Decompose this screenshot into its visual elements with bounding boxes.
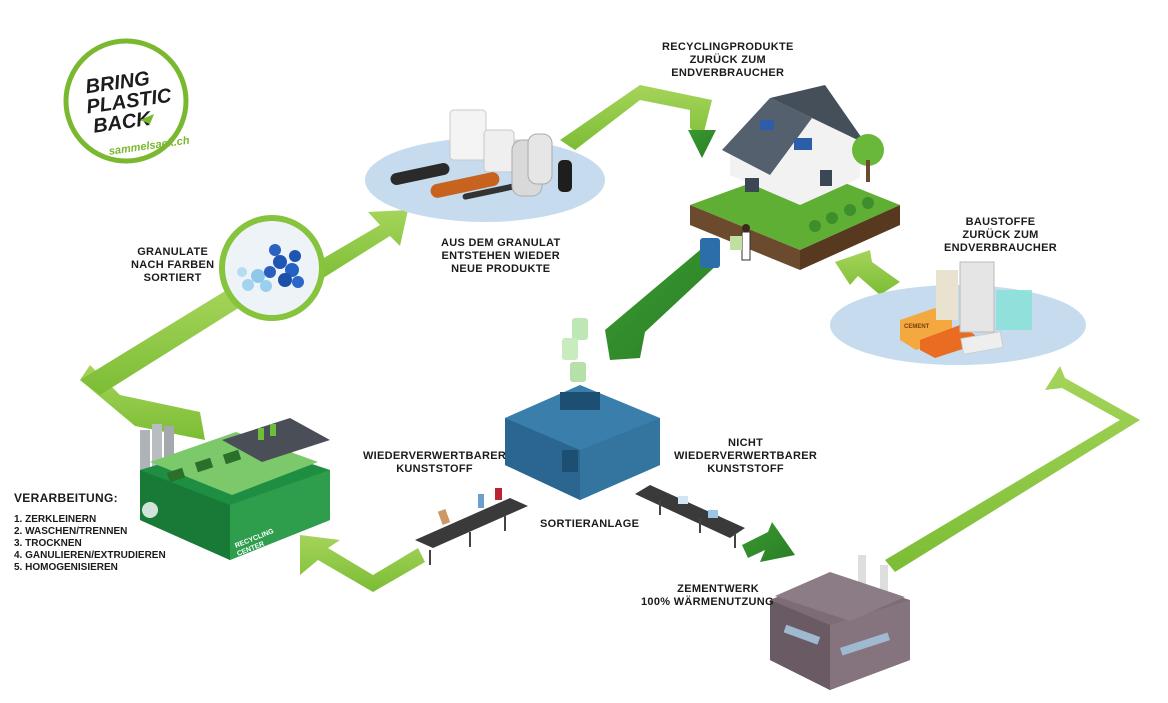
arrow-granulate-up (80, 288, 248, 395)
processing-step: 4. GANULIEREN/EXTRUDIEREN (14, 550, 166, 561)
arrow-sorting-to-factory (300, 535, 425, 592)
label-line: NEUE PRODUKTE (451, 263, 551, 275)
cement-bag-label: CEMENT (904, 324, 930, 330)
cycle-arrows (80, 85, 1140, 592)
processing-title: VERARBEITUNG: (14, 491, 118, 505)
label-line: ENDVERBRAUCHER (944, 242, 1057, 254)
plastic-bag-icon (570, 362, 586, 382)
orange-pipe-icon (430, 172, 500, 198)
bring-plastic-back-logo: BRING PLASTIC BACK sammelsack.ch (63, 38, 191, 164)
label-line: ZEMENTWERK (677, 583, 759, 595)
glass-block-icon (996, 290, 1032, 330)
new-products-plate (365, 109, 605, 222)
cement-plant-building (770, 555, 910, 690)
label-line: WIEDERVERWERTBARER (363, 450, 507, 462)
plastic-bag-icon (562, 338, 578, 360)
processing-steps: VERARBEITUNG: 1. ZERKLEINERN 2. WASCHEN/… (14, 491, 166, 574)
sorting-plant (415, 318, 745, 565)
label-granulate: GRANULATE NACH FARBEN SORTIERT (131, 246, 214, 285)
label-line: SORTIERT (143, 272, 202, 284)
label-building-materials: BAUSTOFFE ZURÜCK ZUM ENDVERBRAUCHER (944, 216, 1057, 255)
label-recyclable: WIEDERVERWERTBARER KUNSTSTOFF (363, 450, 506, 476)
label-line: NACH FARBEN (131, 259, 215, 271)
conveyor-right (635, 485, 745, 538)
arrow-products-to-house (560, 85, 712, 150)
processing-step: 3. TROCKNEN (14, 538, 82, 549)
granulate-circle (219, 215, 325, 321)
label-line: BAUSTOFFE (965, 216, 1036, 228)
arrow-house-to-sorting (605, 250, 720, 360)
building-materials-plate: CEMENT (830, 261, 1086, 365)
label-line: NICHT (728, 437, 764, 449)
arrow-cement-to-materials (885, 366, 1140, 572)
logo-arrow-icon (140, 114, 154, 124)
recycle-icon (142, 502, 158, 518)
processing-step: 2. WASCHEN/TRENNEN (14, 526, 128, 537)
solar-panel-icon (794, 138, 812, 150)
black-container-icon (558, 160, 572, 192)
roll-icon (527, 133, 553, 185)
canister-icon (483, 129, 515, 173)
label-line: GRANULATE (137, 246, 209, 258)
plastic-bag-icon (572, 318, 588, 340)
arrow-materials-to-house (835, 250, 900, 295)
bricks-icon (920, 325, 975, 358)
label-line: ZURÜCK ZUM (962, 229, 1039, 241)
label-non-recyclable: NICHT WIEDERVERWERTBARER KUNSTSTOFF (674, 437, 817, 476)
arrow-house-head (688, 130, 716, 158)
label-new-products: AUS DEM GRANULAT ENTSTEHEN WIEDER NEUE P… (441, 237, 560, 276)
recycling-bin-icon (700, 238, 720, 268)
processing-step: 1. ZERKLEINERN (14, 514, 97, 525)
recycling-center-building: RECYCLING CENTER (140, 418, 330, 560)
board-stack-icon (959, 261, 995, 333)
label-line: 100% WÄRMENUTZUNG (641, 596, 774, 608)
arrow-granulate-to-products (300, 210, 408, 285)
label-line: ZURÜCK ZUM (689, 54, 766, 66)
label-line: RECYCLINGPRODUKTE (662, 41, 794, 53)
stone-stack-icon (936, 270, 958, 320)
house-illustration (690, 85, 900, 270)
label-line: ENDVERBRAUCHER (671, 67, 785, 79)
arrow-sorting-to-cement (742, 522, 795, 562)
label-recycling-products: RECYCLINGPRODUKTE ZURÜCK ZUM ENDVERBRAUC… (662, 41, 794, 80)
label-sorting-plant: SORTIERANLAGE (540, 518, 640, 530)
label-line: AUS DEM GRANULAT (441, 237, 561, 249)
label-line: WIEDERVERWERTBARER (674, 450, 818, 462)
label-line: KUNSTSTOFF (396, 463, 473, 475)
conveyor-left (415, 498, 528, 548)
arrow-factory-to-granulate (80, 365, 205, 440)
tree-icon (852, 134, 884, 166)
solar-panel-icon (760, 120, 774, 130)
person-icon (742, 224, 750, 232)
label-line: KUNSTSTOFF (707, 463, 784, 475)
label-line: ENTSTEHEN WIEDER (441, 250, 560, 262)
black-pipe-icon (390, 163, 450, 185)
processing-step: 5. HOMOGENISIEREN (14, 562, 118, 573)
label-cement-plant: ZEMENTWERK 100% WÄRMENUTZUNG (641, 583, 774, 609)
canister-icon (449, 109, 487, 161)
thin-pipe-icon (462, 182, 522, 200)
